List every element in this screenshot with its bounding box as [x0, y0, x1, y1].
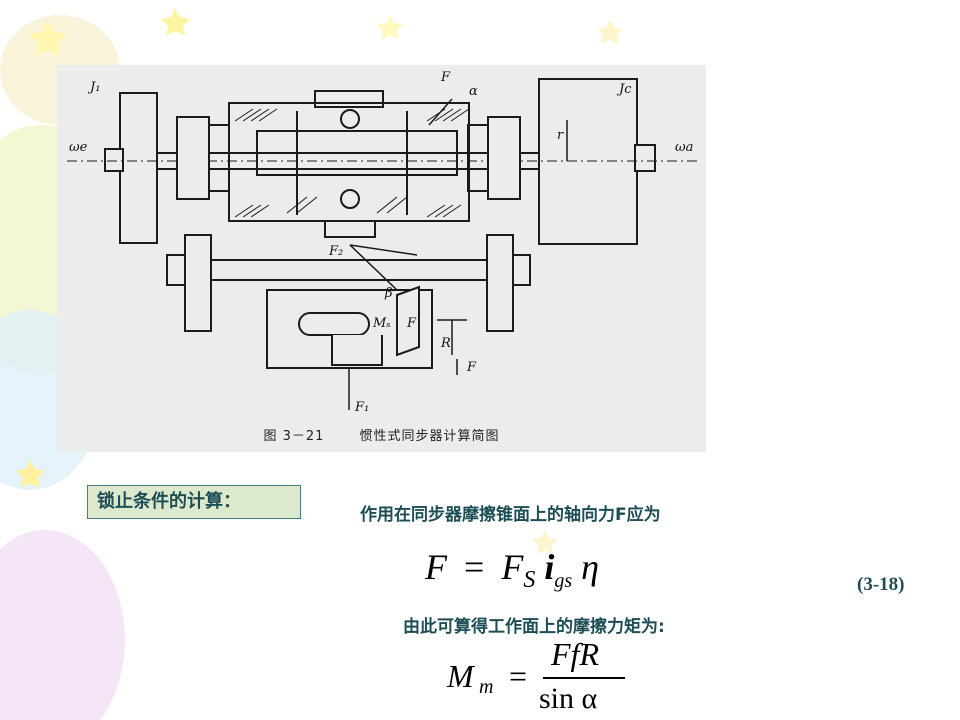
label-f-top: F [440, 70, 451, 85]
label-f2: F₂ [328, 244, 343, 259]
label-r: r [557, 128, 564, 143]
formula1-eta: η [581, 547, 599, 587]
label-omega-e: ωe [69, 140, 88, 155]
label-f1: F₁ [354, 400, 369, 415]
left-flywheel [119, 92, 158, 244]
friction-torque-text: 由此可算得工作面上的摩擦力矩为: [403, 617, 665, 637]
left-counter-gear [184, 234, 212, 332]
formula2-numerator: FfR [551, 636, 599, 672]
synchronizer-drawing: J₁ Jc ωe ωa F α r F₂ β Mₛ F R F F₁ [67, 70, 697, 415]
formula1-equals: = [464, 547, 485, 587]
formula-friction-torque: M m = FfR sin α [447, 636, 647, 720]
label-ms: Mₛ [372, 316, 391, 331]
section-label: 锁止条件的计算： [87, 485, 301, 519]
right-counter-gear [486, 234, 514, 332]
synchronizer-diagram: J₁ Jc ωe ωa F α r F₂ β Mₛ F R F F₁ 图 3－2… [57, 65, 706, 452]
left-gear [176, 116, 210, 200]
equation-number: (3-18) [857, 574, 905, 595]
caption-number: 图 3－21 [263, 429, 325, 444]
label-r-big: R [440, 336, 451, 351]
label-alpha: α [469, 84, 478, 99]
figure-caption: 图 3－21 惯性式同步器计算简图 [57, 425, 706, 444]
formula2-m-sub: m [479, 676, 494, 698]
formula1-f: F [501, 547, 524, 587]
fraction-bar [543, 677, 625, 679]
label-f-bottom: F [466, 360, 477, 375]
caption-title: 惯性式同步器计算简图 [359, 429, 500, 444]
label-jc: Jc [616, 82, 632, 97]
label-omega-a: ωa [675, 140, 693, 155]
label-beta: β [384, 286, 393, 301]
axial-force-text: 作用在同步器摩擦锥面上的轴向力F应为 [360, 505, 661, 525]
formula1-lhs: F [425, 547, 447, 587]
formula1-i: i [544, 547, 555, 587]
right-gear [487, 116, 521, 200]
formula1-f-sub: S [523, 567, 536, 594]
formula-axial-force: F = FS igs η [425, 546, 599, 594]
formula1-i-sub: gs [554, 570, 573, 593]
formula2-m: M [447, 658, 474, 694]
formula2-denominator: sin α [539, 682, 598, 715]
label-j1: J₁ [87, 80, 100, 95]
formula2-equals: = [509, 658, 528, 694]
label-fs: F [406, 316, 417, 331]
